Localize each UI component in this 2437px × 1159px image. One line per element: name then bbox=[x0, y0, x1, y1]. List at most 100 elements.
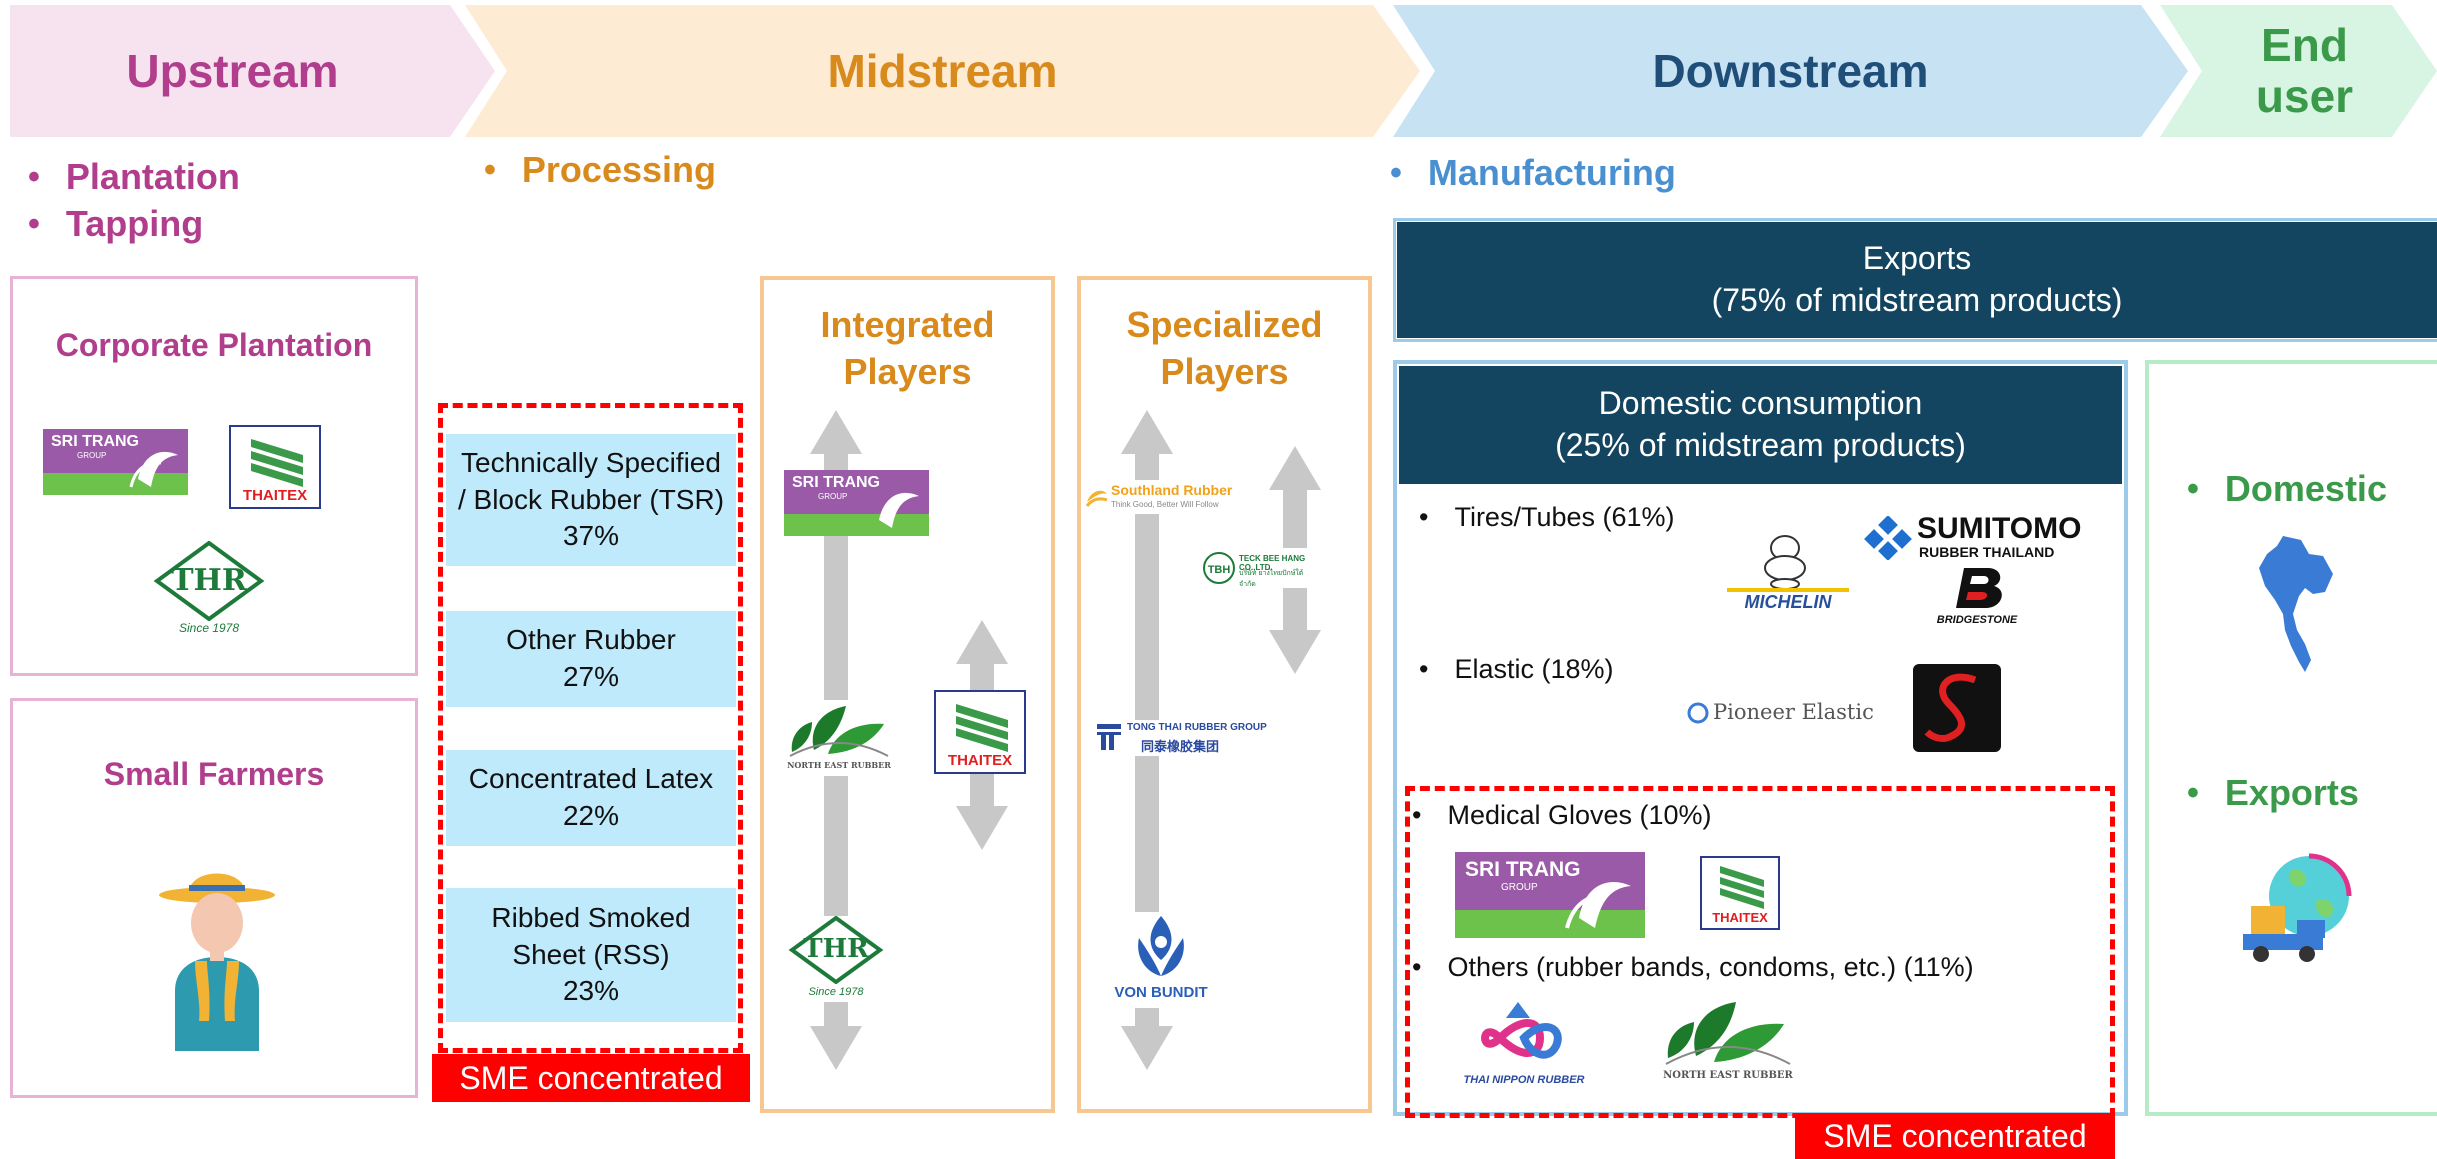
stage-midstream: Midstream bbox=[465, 5, 1420, 137]
thr-since: Since 1978 bbox=[808, 986, 864, 998]
stage-upstream: Upstream bbox=[10, 5, 495, 137]
category-name-line1: Concentrated Latex bbox=[468, 763, 714, 795]
domestic-line1: Domestic consumption bbox=[1598, 385, 1923, 422]
category-name-line1: Other Rubber bbox=[506, 624, 676, 656]
tongthai-logo-text: TONG THAI RUBBER GROUP bbox=[1127, 722, 1267, 733]
stage-upstream-title: Upstream bbox=[126, 44, 339, 97]
stage-midstream-title: Midstream bbox=[827, 44, 1058, 97]
bullet-dot: • bbox=[484, 150, 496, 189]
specialized-title-line2: Players bbox=[1160, 350, 1289, 392]
bullet-exports-label: Exports bbox=[2224, 772, 2359, 813]
small-farmers-box: Small Farmers bbox=[10, 698, 418, 1098]
bullet-dot: • bbox=[1390, 153, 1402, 192]
stage-downstream: Downstream bbox=[1393, 5, 2188, 137]
southland-logo-text: Southland Rubber bbox=[1111, 482, 1233, 498]
sritrang-logo-text: SRI TRANG bbox=[1465, 858, 1581, 881]
product-others-label: Others (rubber bands, condoms, etc.) (11… bbox=[1447, 952, 1974, 982]
sumitomo-logo: SUMITOMO RUBBER THAILAND bbox=[1863, 512, 2083, 564]
exports-banner: Exports (75% of midstream products) bbox=[1397, 222, 2437, 338]
corporate-plantation-box: Corporate Plantation SRI TRANG GROUP THA… bbox=[10, 276, 418, 676]
category-other-rubber: Other Rubber 27% bbox=[446, 611, 736, 707]
michelin-logo: MICHELIN bbox=[1725, 534, 1855, 614]
sritrang-logo-sub: GROUP bbox=[1501, 882, 1538, 893]
product-elastic-label: Elastic (18%) bbox=[1454, 654, 1614, 684]
bullet-dot: • bbox=[28, 204, 40, 243]
bullet-tapping-label: Tapping bbox=[65, 203, 204, 244]
bullet-processing: • Processing bbox=[484, 149, 716, 191]
chevron-shape bbox=[1393, 5, 2188, 137]
domestic-consumption-banner: Domestic consumption (25% of midstream p… bbox=[1399, 366, 2122, 484]
teckbee-logo-sub: บริษัท ยางไทยปักษ์ใต้ จำกัด bbox=[1239, 570, 1304, 588]
sritrang-logo: SRI TRANG GROUP bbox=[1455, 852, 1645, 938]
enduser-box: •Domestic • Exports bbox=[2145, 360, 2437, 1116]
thailand-map-icon bbox=[2259, 536, 2333, 672]
category-percent: 27% bbox=[562, 661, 620, 692]
sritrang-logo-text: SRI TRANG bbox=[792, 474, 880, 491]
thr-logo: THR Since 1978 bbox=[788, 915, 884, 1002]
pioneer-elastic-logo: Pioneer Elastic bbox=[1687, 696, 1877, 730]
downstream-outer-frame bbox=[1393, 218, 2437, 342]
chevron-shape bbox=[465, 5, 1420, 137]
corporate-plantation-title: Corporate Plantation bbox=[55, 327, 373, 363]
sumitomo-logo-sub: RUBBER THAILAND bbox=[1919, 544, 2055, 560]
bullet-manufacturing: • Manufacturing bbox=[1390, 152, 1676, 194]
category-percent: 22% bbox=[562, 800, 620, 831]
category-rss: Ribbed Smoked Sheet (RSS) 23% bbox=[446, 888, 736, 1022]
bullet-domestic: •Domestic bbox=[2187, 468, 2387, 510]
michelin-logo-text: MICHELIN bbox=[1744, 592, 1832, 612]
small-farmers-title: Small Farmers bbox=[103, 756, 325, 792]
specialized-title-line1: Specialized bbox=[1126, 304, 1323, 345]
thaitex-logo: THAITEX bbox=[934, 690, 1026, 774]
bullet-manufacturing-label: Manufacturing bbox=[1427, 152, 1676, 193]
thr-logo-text: THR bbox=[803, 934, 869, 964]
thai-nippon-rubber-logo: THAI NIPPON RUBBER bbox=[1460, 998, 1588, 1092]
southland-logo-sub: Think Good, Better Will Follow bbox=[1111, 500, 1219, 509]
downstream-sme-label: SME concentrated bbox=[1795, 1113, 2115, 1159]
bullet-dot: • bbox=[28, 157, 40, 196]
product-tires: •Tires/Tubes (61%) bbox=[1419, 502, 1675, 533]
bullet-tapping: • Tapping bbox=[28, 203, 203, 245]
product-others: • Others (rubber bands, condoms, etc.) (1… bbox=[1412, 952, 1974, 983]
export-globe-truck-icon bbox=[2243, 853, 2352, 962]
category-percent: 23% bbox=[562, 975, 620, 1007]
product-gloves-label: Medical Gloves (10%) bbox=[1447, 800, 1712, 830]
enduser-line2: user bbox=[2255, 70, 2354, 122]
integrated-players-box: Integrated Players SRI TRANG GROUP NORTH… bbox=[760, 276, 1055, 1113]
bullet-processing-label: Processing bbox=[521, 149, 716, 190]
bullet-dot: • bbox=[2187, 773, 2199, 812]
downstream-sme-dashed-box bbox=[1405, 786, 2115, 1118]
category-name-line2: / Block Rubber (TSR) bbox=[457, 483, 725, 515]
svg-text:TBH: TBH bbox=[1208, 564, 1231, 576]
category-tsr: Technically Specified / Block Rubber (TS… bbox=[446, 434, 736, 566]
domestic-consumption-box: Domestic consumption (25% of midstream p… bbox=[1393, 360, 2128, 1116]
northeast-rubber-logo: NORTH EAST RUBBER bbox=[1660, 996, 1796, 1088]
midstream-sme-dashed-box bbox=[438, 403, 743, 1053]
bridgestone-logo-text: BRIDGESTONE bbox=[1936, 614, 2018, 626]
northeast-rubber-logo: NORTH EAST RUBBER bbox=[784, 700, 894, 776]
midstream-sme-label: SME concentrated bbox=[432, 1054, 750, 1102]
thaitex-logo: THAITEX bbox=[229, 425, 321, 509]
farmer-icon bbox=[159, 873, 275, 1051]
sritrang-logo-sub: GROUP bbox=[818, 492, 848, 501]
bridgestone-logo: BRIDGESTONE bbox=[1922, 564, 2032, 630]
northeast-logo-text: NORTH EAST RUBBER bbox=[787, 760, 891, 770]
thaitex-logo-text: THAITEX bbox=[1712, 910, 1768, 925]
product-elastic: •Elastic (18%) bbox=[1419, 654, 1614, 685]
teckbee-hang-logo: TBH TECK BEE HANG CO.,LTD. บริษัท ยางไทย… bbox=[1201, 548, 1317, 588]
integrated-players-title: Integrated Players bbox=[764, 302, 1051, 396]
michelin-bar bbox=[1727, 588, 1849, 592]
bullet-dot: • bbox=[2187, 469, 2199, 508]
category-concentrated-latex: Concentrated Latex 22% bbox=[446, 750, 736, 846]
category-percent: 37% bbox=[562, 520, 620, 552]
teckbee-logo-text: TECK BEE HANG CO.,LTD. bbox=[1239, 554, 1306, 572]
elastic-s-logo bbox=[1913, 664, 2001, 752]
vonbundit-logo: VON BUNDIT bbox=[1109, 912, 1213, 1008]
integrated-title-line1: Integrated bbox=[820, 304, 995, 345]
bullet-dot: • bbox=[1412, 952, 1422, 982]
specialized-players-box: Specialized Players Southland Rubber Thi… bbox=[1077, 276, 1372, 1113]
specialized-players-title: Specialized Players bbox=[1081, 302, 1368, 396]
thr-logo: THR Since 1978 bbox=[153, 540, 265, 641]
sritrang-logo-sub: GROUP bbox=[77, 451, 107, 460]
thaitex-logo-text: THAITEX bbox=[947, 752, 1013, 769]
northeast-logo-text: NORTH EAST RUBBER bbox=[1663, 1070, 1793, 1081]
